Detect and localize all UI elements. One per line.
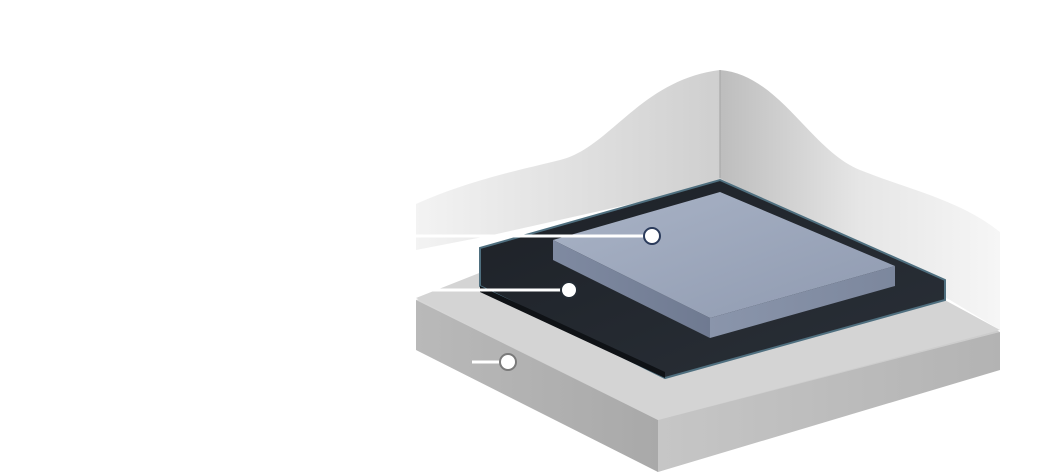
- base-slab-front-right: [658, 332, 1000, 472]
- callout-base-slab: [472, 353, 517, 371]
- callout-top-slab: [416, 227, 661, 245]
- callout-dot-top-slab: [643, 227, 661, 245]
- membrane-edge-left: [480, 286, 665, 378]
- callout-group: [416, 227, 661, 371]
- top-slab-front-left: [553, 240, 710, 338]
- left-wall: [416, 70, 720, 250]
- top-slab: [553, 192, 895, 338]
- wall-group: [416, 70, 1000, 330]
- callout-dot-membrane: [560, 281, 578, 299]
- callout-membrane: [416, 281, 578, 299]
- top-slab-top: [553, 192, 895, 318]
- base-slab-front-left: [416, 300, 658, 472]
- callout-dot-base-slab: [499, 353, 517, 371]
- right-wall: [720, 70, 1000, 330]
- top-slab-front-right: [710, 266, 895, 338]
